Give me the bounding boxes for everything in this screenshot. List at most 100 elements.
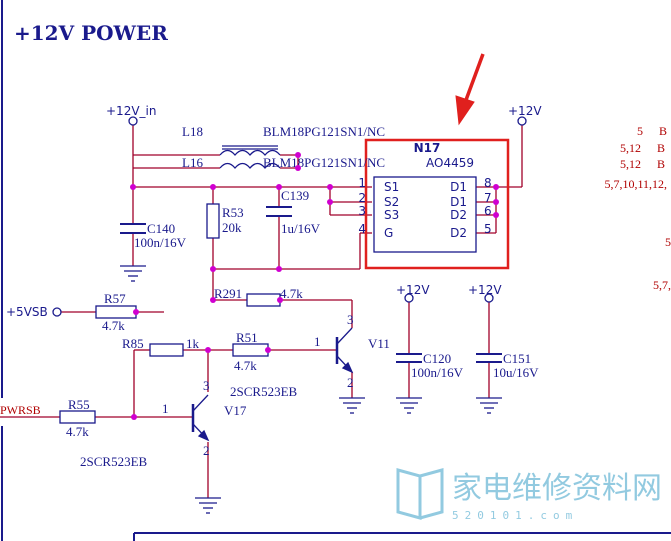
v11-pin-c: 3 bbox=[347, 312, 354, 327]
v11-part: 2SCR523EB bbox=[230, 384, 298, 399]
inductor-l18 bbox=[219, 145, 281, 157]
resistor-r53 bbox=[206, 203, 220, 239]
ic-pin-number: 3 bbox=[358, 204, 366, 218]
ic-pin-name: S1 bbox=[384, 180, 399, 194]
ground-icon bbox=[396, 397, 422, 414]
r85-value: 1k bbox=[186, 336, 200, 351]
v11-ref: V11 bbox=[368, 336, 390, 351]
ic-pin-name: D2 bbox=[450, 226, 467, 240]
c140-value: 100n/16V bbox=[134, 235, 187, 250]
transistor-v11 bbox=[335, 327, 354, 374]
v17-pin-c: 3 bbox=[203, 378, 210, 393]
v11-pin-e: 2 bbox=[347, 375, 354, 390]
ic-pin-number: 1 bbox=[358, 176, 366, 190]
c120-value: 100n/16V bbox=[411, 365, 464, 380]
ic-pin-number: 2 bbox=[358, 191, 366, 205]
page-ref-tail: B bbox=[657, 141, 665, 155]
resistor-r57 bbox=[95, 305, 137, 319]
net-12v-a: +12V bbox=[396, 283, 430, 297]
c120-ref: C120 bbox=[423, 351, 451, 366]
resistor-r55 bbox=[59, 410, 96, 424]
v17-ref: V17 bbox=[224, 403, 247, 418]
page-ref: 5,7,10,11,12, bbox=[604, 177, 667, 191]
r51-ref: R51 bbox=[236, 330, 258, 345]
highlight-box bbox=[364, 138, 510, 270]
r85-ref: R85 bbox=[122, 336, 144, 351]
page-ref: 5,12 bbox=[620, 141, 641, 155]
r55-ref: R55 bbox=[68, 397, 90, 412]
ic-pin-name: D2 bbox=[450, 208, 467, 222]
capacitor-c139 bbox=[266, 206, 292, 217]
inductor-l16 bbox=[219, 162, 281, 170]
ic-pin-name: S2 bbox=[384, 195, 399, 209]
ground-icon bbox=[339, 397, 365, 414]
v17-pin-b: 1 bbox=[162, 401, 169, 416]
c140-ref: C140 bbox=[147, 221, 175, 236]
r57-value: 4.7k bbox=[102, 318, 125, 333]
page-ref-tail: B bbox=[657, 157, 665, 171]
watermark: 家电维修资料网 520101.com bbox=[396, 468, 662, 522]
net-12v-b: +12V bbox=[468, 283, 502, 297]
resistor-r85 bbox=[149, 343, 184, 357]
watermark-book-icon bbox=[396, 468, 444, 520]
v11-pin-b: 1 bbox=[314, 334, 321, 349]
annotation-arrow-icon bbox=[455, 53, 485, 126]
power-ports bbox=[52, 116, 527, 317]
ic-pin-number: 6 bbox=[484, 204, 492, 218]
ic-pin-number: 5 bbox=[484, 222, 492, 236]
l16-part: BLM18PG121SN1/NC bbox=[263, 155, 385, 170]
net-5vsb: +5VSB bbox=[6, 305, 48, 319]
r53-ref: R53 bbox=[222, 205, 244, 220]
capacitor-c120 bbox=[396, 353, 422, 363]
net-12v-in: +12V_in bbox=[106, 104, 156, 118]
l16-ref: L16 bbox=[182, 155, 203, 170]
resistor-r51 bbox=[232, 343, 269, 357]
ic-pin-number: 8 bbox=[484, 176, 492, 190]
page-ref: 5,7, bbox=[653, 278, 671, 292]
capacitor-c151 bbox=[476, 353, 502, 363]
ic-pin-name: S3 bbox=[384, 208, 399, 222]
transistor-v17 bbox=[191, 394, 210, 442]
r57-ref: R57 bbox=[104, 291, 126, 306]
ic-ref: N17 bbox=[414, 141, 441, 155]
c151-value: 10u/16V bbox=[493, 365, 539, 380]
schematic-title: +12V POWER bbox=[14, 21, 168, 45]
watermark-brand: 家电维修资料网 bbox=[452, 471, 662, 506]
l18-ref: L18 bbox=[182, 124, 203, 139]
c139-ref: C139 bbox=[281, 188, 309, 203]
ic-part: AO4459 bbox=[426, 156, 474, 170]
ic-pin-number: 4 bbox=[358, 222, 366, 236]
capacitor-c140 bbox=[120, 223, 146, 234]
page-ref: 5 bbox=[637, 124, 643, 138]
r51-value: 4.7k bbox=[234, 358, 257, 373]
r55-value: 4.7k bbox=[66, 424, 89, 439]
ground-icon bbox=[195, 497, 221, 514]
ic-pin-number: 7 bbox=[484, 191, 492, 205]
r53-value: 20k bbox=[222, 220, 242, 235]
wires bbox=[0, 125, 523, 498]
page-ref: 5,12 bbox=[620, 157, 641, 171]
r291-value: 4.7k bbox=[280, 286, 303, 301]
ground-symbols bbox=[120, 265, 502, 514]
net-pwrsb: PWRSB bbox=[0, 403, 41, 417]
v17-pin-e: 2 bbox=[203, 443, 210, 458]
ic-pin-name: D1 bbox=[450, 180, 467, 194]
r291-ref: R291 bbox=[214, 286, 242, 301]
ground-icon bbox=[120, 265, 146, 282]
watermark-url: 520101.com bbox=[452, 509, 578, 522]
ground-icon bbox=[476, 397, 502, 414]
page-ref-tail: B bbox=[659, 124, 667, 138]
l18-part: BLM18PG121SN1/NC bbox=[263, 124, 385, 139]
page-ref: 5 bbox=[665, 235, 671, 249]
ic-pin-name: G bbox=[384, 226, 393, 240]
ic-pin-name: D1 bbox=[450, 195, 467, 209]
c139-value: 1u/16V bbox=[281, 221, 321, 236]
net-12v-out: +12V bbox=[508, 104, 542, 118]
resistor-r291 bbox=[246, 293, 281, 307]
